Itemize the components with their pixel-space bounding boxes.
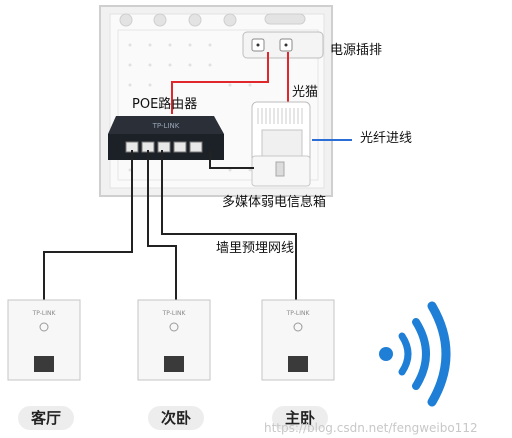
poe-router-label: POE路由器 xyxy=(132,97,198,112)
room-label-master: 主卧 xyxy=(285,409,316,427)
optical-modem xyxy=(251,101,311,187)
wifi-icon xyxy=(379,301,451,407)
room-badge-master xyxy=(272,406,328,430)
info-box-label: 多媒体弱电信息箱 xyxy=(222,195,327,210)
panel-living xyxy=(7,299,81,381)
panel-master xyxy=(261,299,335,381)
room-badge-second xyxy=(148,406,204,430)
room-label-living: 客厅 xyxy=(31,409,62,427)
optical-modem-label: 光猫 xyxy=(292,85,319,100)
router-brand: TP-LINK xyxy=(152,122,180,130)
panel-second xyxy=(137,299,211,381)
fiber-in-label: 光纤进线 xyxy=(360,131,413,146)
wall-cable-label: 墙里预埋网线 xyxy=(216,241,295,256)
router-modem-cable xyxy=(209,150,254,169)
room-label-second: 次卧 xyxy=(161,409,192,427)
panel-brand-second: TP-LINK xyxy=(162,310,187,317)
room-badge-living xyxy=(18,406,74,430)
panel-brand-living: TP-LINK xyxy=(32,310,57,317)
watermark: https://blog.csdn.net/fengweibo112 xyxy=(264,421,478,435)
power-strip-label: 电源插排 xyxy=(330,43,383,58)
poe-router xyxy=(108,116,224,160)
power-cable-router xyxy=(171,52,269,114)
network-cable-master xyxy=(161,150,297,302)
network-cable-second xyxy=(147,150,177,302)
panel-brand-master: TP-LINK xyxy=(286,310,311,317)
network-cable-living xyxy=(43,150,133,302)
power-strip xyxy=(242,31,324,59)
